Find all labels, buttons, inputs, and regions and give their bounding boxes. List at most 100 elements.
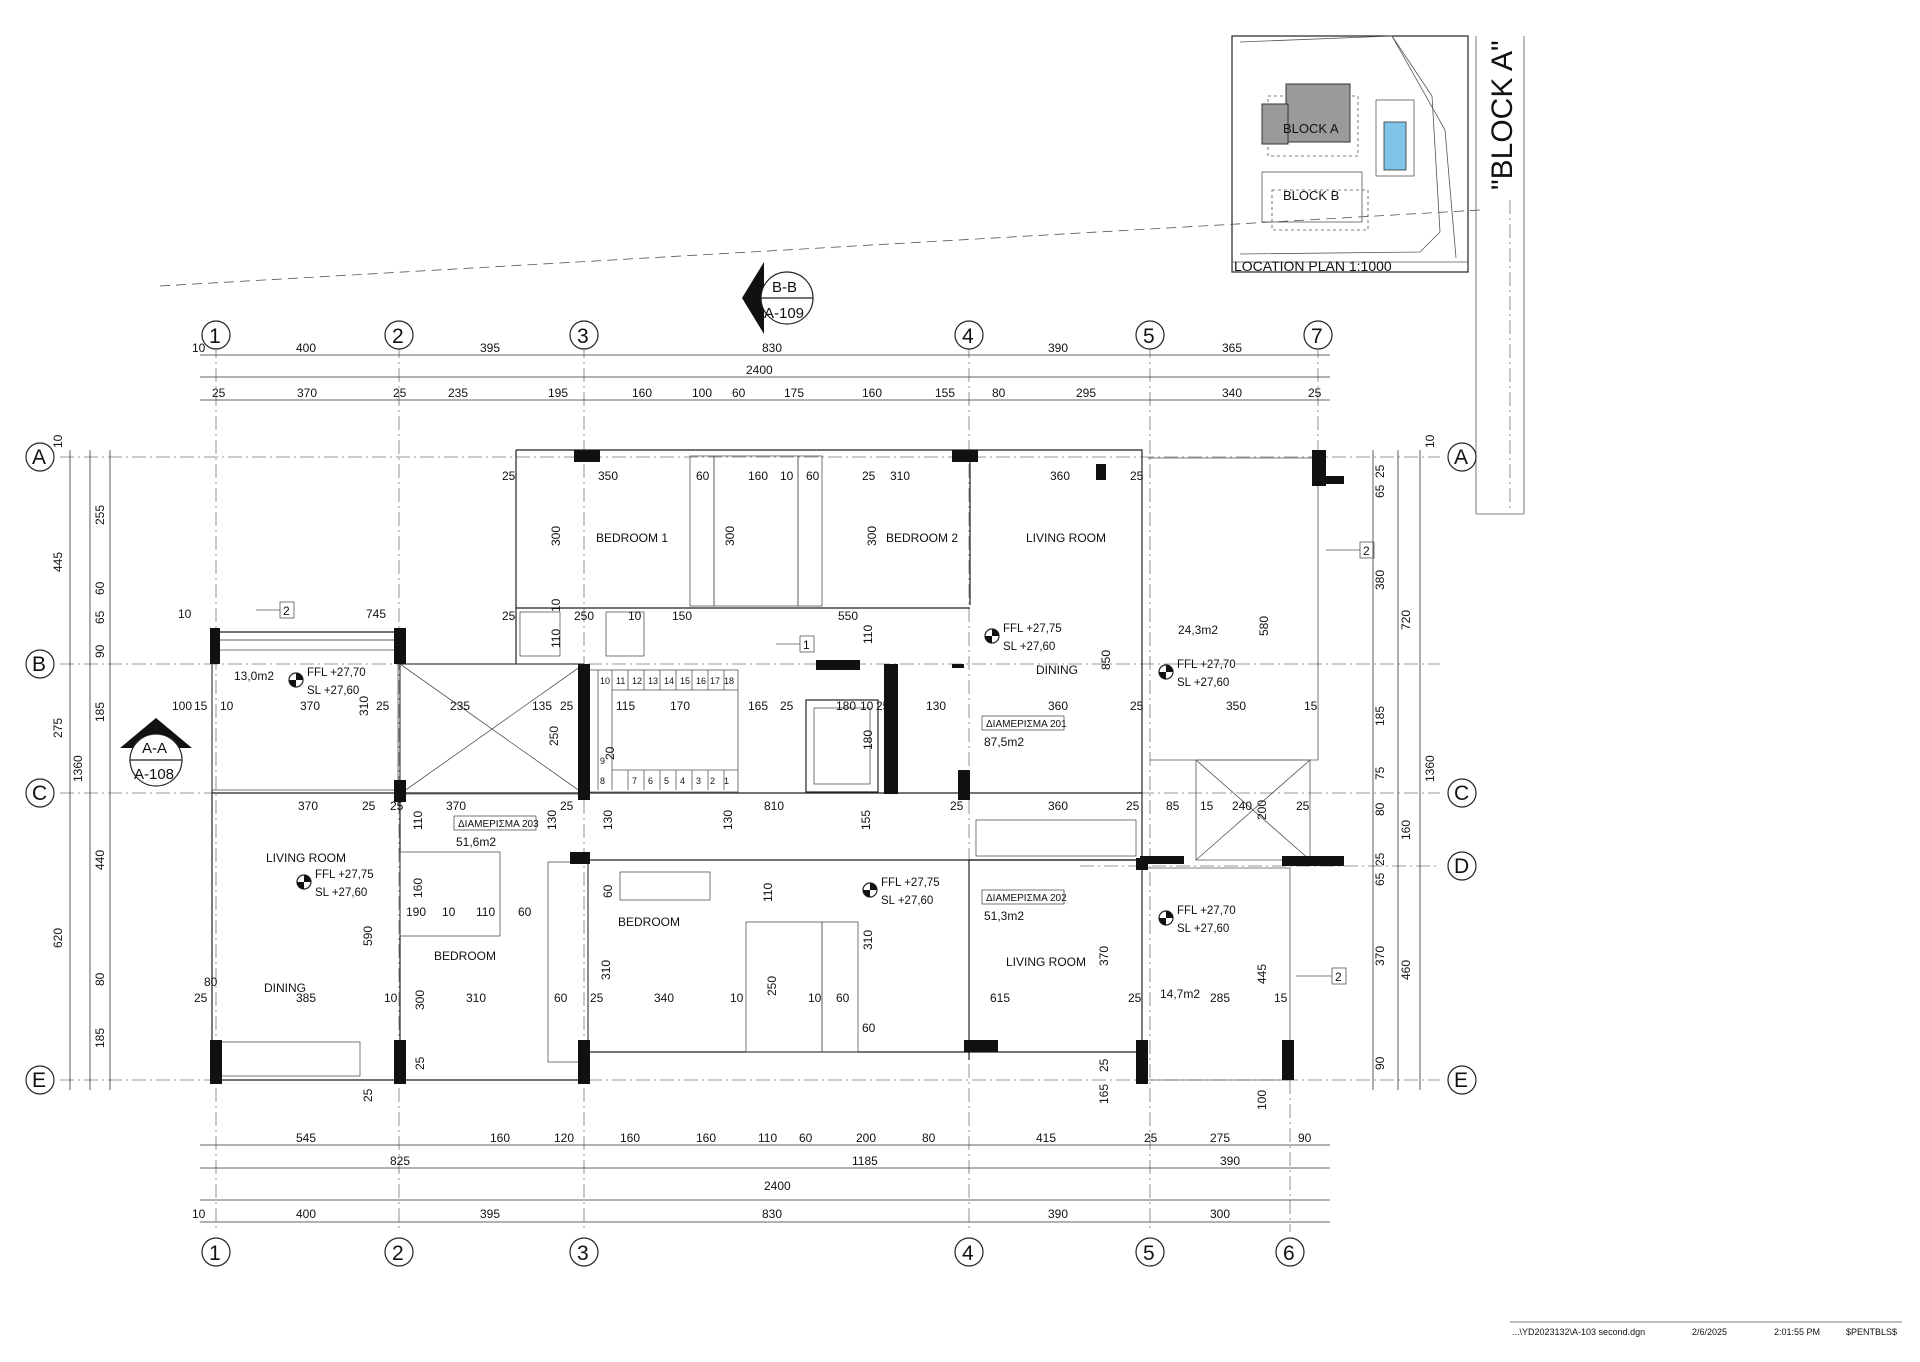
level-sl-veranda-top-right: SL +27,60 <box>1177 677 1229 689</box>
dim-left-outer-2: 1360 <box>71 755 85 782</box>
dim-in-25p: 25 <box>194 991 208 1005</box>
dim-in-60g: 60 <box>862 1021 876 1035</box>
dim-in-10f: 10 <box>860 699 874 713</box>
step-11: 11 <box>616 676 625 686</box>
dim-bot-1-7: 200 <box>856 1131 876 1145</box>
dim-in-25b: 25 <box>862 469 876 483</box>
apartment-labels: ΔΙΑΜΕΡΙΣΜΑ 201 87,5m2 ΔΙΑΜΕΡΙΣΜΑ 202 51,… <box>453 715 1067 923</box>
dim-in-10e: 10 <box>220 699 234 713</box>
dim-bot-3-5: 300 <box>1210 1207 1230 1221</box>
block-title: "BLOCK A" <box>1486 40 1519 190</box>
dim-in-25l: 25 <box>560 799 574 813</box>
grid-left-A: A <box>32 446 46 469</box>
dim-in-360c: 360 <box>1048 799 1068 813</box>
room-bedroom-mid: BEDROOM <box>618 915 680 929</box>
dim-in-25n: 25 <box>1126 799 1140 813</box>
dim-in-10a: 10 <box>780 469 794 483</box>
dim-in-250b: 250 <box>547 726 561 746</box>
dim-bot-3-4: 390 <box>1048 1207 1068 1221</box>
dim-left-inner-3: 90 <box>93 644 107 658</box>
dim-in-300a: 300 <box>549 526 563 546</box>
dim-right-inner-7: 65 <box>1373 872 1387 886</box>
step-1: 1 <box>724 776 729 786</box>
dims-left: 10 445 1360 620 255 60 65 90 185 275 440… <box>51 434 107 1048</box>
footer-date: 2/6/2025 <box>1692 1327 1727 1337</box>
dim-top-1-2: 395 <box>480 341 500 355</box>
level-ffl-living-left: FFL +27,75 <box>315 869 374 881</box>
dim-in-135: 135 <box>532 699 552 713</box>
dim-left-outer-3: 620 <box>51 928 65 948</box>
step-3: 3 <box>696 776 701 786</box>
dim-in-20: 20 <box>603 746 617 760</box>
grid-left-E: E <box>32 1069 46 1092</box>
dim-in-160b: 160 <box>411 878 425 898</box>
dim-in-150: 150 <box>672 609 692 623</box>
dim-in-550: 550 <box>838 609 858 623</box>
section-marker-aa: A-A A-108 <box>120 718 192 787</box>
dim-in-10c: 10 <box>549 598 563 612</box>
level-marker-living-left: FFL +27,75 SL +27,60 <box>296 869 374 899</box>
level-ffl-veranda-left: FFL +27,70 <box>307 667 366 679</box>
grid-right-C: C <box>1454 782 1469 805</box>
level-marker-veranda-left: FFL +27,70 SL +27,60 <box>288 667 366 697</box>
dim-in-160a: 160 <box>748 469 768 483</box>
dim-bot-2-1: 1185 <box>852 1154 878 1168</box>
section-aa-top: A-A <box>142 740 167 757</box>
dim-left-inner-6: 440 <box>93 850 107 870</box>
dim-bot-1-8: 80 <box>922 1131 936 1145</box>
reference-tags: 2 1 2 2 <box>256 541 1375 985</box>
room-labels: BEDROOM 1 BEDROOM 2 LIVING ROOM DINING L… <box>264 531 1106 995</box>
dim-bot-3-1: 400 <box>296 1207 316 1221</box>
dim-in-310d: 310 <box>466 991 486 1005</box>
dim-in-810: 810 <box>764 799 784 813</box>
dim-in-130c: 130 <box>601 810 615 830</box>
dim-in-60e: 60 <box>554 991 568 1005</box>
level-ffl-veranda-top-right: FFL +27,70 <box>1177 659 1236 671</box>
dim-right-inner-0: 25 <box>1373 464 1387 478</box>
dim-in-385: 385 <box>296 991 316 1005</box>
dim-in-110c: 110 <box>411 811 425 830</box>
dim-left-outer-1: 445 <box>51 552 65 572</box>
dim-in-10b: 10 <box>628 609 642 623</box>
dim-left-inner-0: 255 <box>93 505 107 525</box>
dim-left-inner-8: 185 <box>93 1028 107 1048</box>
dims-top: 10 400 395 830 390 365 2400 25 370 25 23… <box>192 341 1322 400</box>
area-veranda-top-right: 24,3m2 <box>1178 623 1218 637</box>
dim-bot-3-3: 830 <box>762 1207 782 1221</box>
dim-bot-1-4: 160 <box>696 1131 716 1145</box>
dim-in-130d: 130 <box>721 810 735 830</box>
dim-in-110b: 110 <box>861 625 875 644</box>
dim-top-2-4: 195 <box>548 386 568 400</box>
dim-in-130a: 130 <box>926 699 946 713</box>
dim-in-310b: 310 <box>357 696 371 716</box>
dim-top-1-1: 400 <box>296 341 316 355</box>
grid-top-3: 3 <box>577 325 589 348</box>
dim-bot-2-2: 390 <box>1220 1154 1240 1168</box>
dim-bot-2-0: 825 <box>390 1154 410 1168</box>
dim-bot-1-11: 275 <box>1210 1131 1230 1145</box>
dim-in-180: 180 <box>836 699 856 713</box>
dim-top-1-4: 390 <box>1048 341 1068 355</box>
location-plan: BLOCK A BLOCK B LOCATION PLAN 1:1000 <box>1231 35 1469 274</box>
dim-bot-3-0: 10 <box>192 1207 206 1221</box>
dim-in-10h: 10 <box>384 991 398 1005</box>
dim-in-25f: 25 <box>560 699 574 713</box>
dim-in-370a: 370 <box>300 699 320 713</box>
dim-right-inner-1: 65 <box>1373 484 1387 498</box>
dim-left-inner-1: 60 <box>93 581 107 595</box>
dim-right-inner-6: 25 <box>1373 852 1387 866</box>
dim-bot-3-2: 395 <box>480 1207 500 1221</box>
level-marker-veranda-bottom-right: FFL +27,70 SL +27,60 <box>1158 905 1236 935</box>
dim-in-25k: 25 <box>390 799 404 813</box>
dim-in-250a: 250 <box>574 609 594 623</box>
dim-in-370c: 370 <box>446 799 466 813</box>
grid-right-D: D <box>1454 855 1469 878</box>
apt-202-area: 51,3m2 <box>984 909 1024 923</box>
dims-bottom: 545 160 120 160 160 110 60 200 80 415 25… <box>192 1131 1312 1221</box>
grid-right-A: A <box>1454 446 1468 469</box>
dim-in-60f: 60 <box>836 991 850 1005</box>
dim-in-60c: 60 <box>518 905 532 919</box>
grid-top-1: 1 <box>209 325 221 348</box>
section-aa-bottom: A-108 <box>134 766 174 783</box>
dim-in-15b: 15 <box>1304 699 1318 713</box>
